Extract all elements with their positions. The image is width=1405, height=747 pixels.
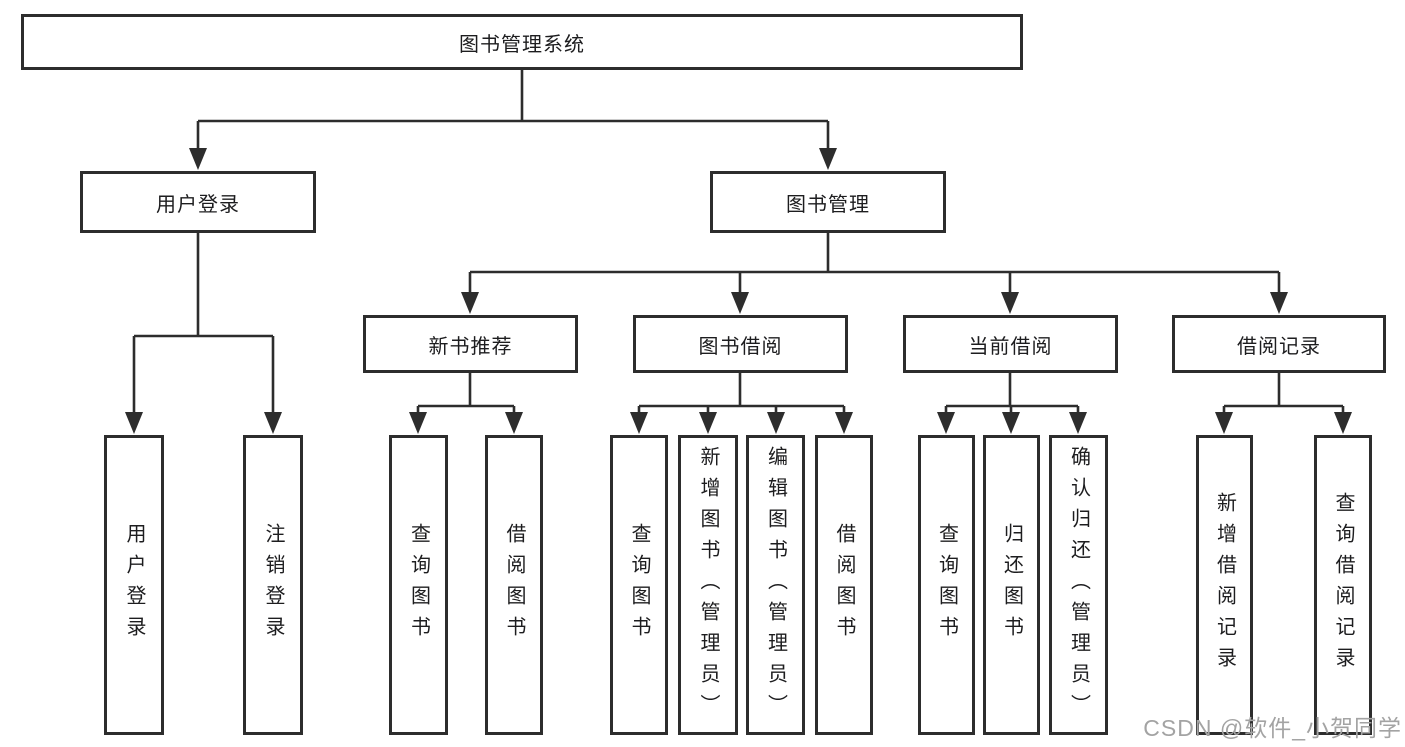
leaf-query-borrow-record: 查询借阅记录 [1314, 435, 1372, 735]
leaf-add-books-admin: 新增图书（管理员） [678, 435, 738, 735]
leaf-query-books-1-label: 查询图书 [407, 523, 430, 647]
node-borrow-record: 借阅记录 [1172, 315, 1386, 373]
leaf-user-login-label: 用户登录 [123, 523, 145, 647]
leaf-return-books: 归还图书 [983, 435, 1040, 735]
leaf-logout: 注销登录 [243, 435, 303, 735]
node-user-login-label: 用户登录 [156, 193, 240, 216]
leaf-logout-label: 注销登录 [262, 523, 284, 647]
leaf-return-books-label: 归还图书 [1000, 523, 1023, 647]
leaf-confirm-return-admin-label: 确认归还（管理员） [1067, 445, 1090, 725]
leaf-add-borrow-record: 新增借阅记录 [1196, 435, 1253, 735]
node-book-management-label: 图书管理 [786, 193, 870, 216]
leaf-query-books-2-label: 查询图书 [628, 523, 650, 647]
node-book-borrow: 图书借阅 [633, 315, 848, 373]
node-borrow-record-label: 借阅记录 [1237, 335, 1321, 358]
node-user-login: 用户登录 [80, 171, 316, 233]
leaf-edit-books-admin-label: 编辑图书（管理员） [764, 445, 787, 725]
leaf-edit-books-admin: 编辑图书（管理员） [746, 435, 805, 735]
leaf-add-borrow-record-label: 新增借阅记录 [1213, 492, 1236, 678]
node-book-management: 图书管理 [710, 171, 946, 233]
leaf-borrow-books-1: 借阅图书 [485, 435, 543, 735]
leaf-query-borrow-record-label: 查询借阅记录 [1332, 492, 1354, 678]
leaf-query-books-3-label: 查询图书 [935, 523, 958, 647]
node-book-borrow-label: 图书借阅 [698, 335, 783, 358]
node-new-book-recommend-label: 新书推荐 [428, 335, 513, 358]
node-new-book-recommend: 新书推荐 [363, 315, 578, 373]
leaf-user-login: 用户登录 [104, 435, 164, 735]
node-current-borrow-label: 当前借阅 [968, 335, 1053, 358]
leaf-borrow-books-1-label: 借阅图书 [503, 523, 525, 647]
node-root: 图书管理系统 [21, 14, 1023, 70]
leaf-query-books-1: 查询图书 [389, 435, 448, 735]
leaf-query-books-3: 查询图书 [918, 435, 975, 735]
node-root-label: 图书管理系统 [459, 33, 585, 56]
leaf-borrow-books-2: 借阅图书 [815, 435, 873, 735]
leaf-borrow-books-2-label: 借阅图书 [833, 523, 855, 647]
leaf-query-books-2: 查询图书 [610, 435, 668, 735]
leaf-confirm-return-admin: 确认归还（管理员） [1049, 435, 1108, 735]
node-current-borrow: 当前借阅 [903, 315, 1118, 373]
leaf-add-books-admin-label: 新增图书（管理员） [697, 445, 719, 725]
csdn-watermark: CSDN @软件_小贺同学 [1143, 715, 1402, 741]
